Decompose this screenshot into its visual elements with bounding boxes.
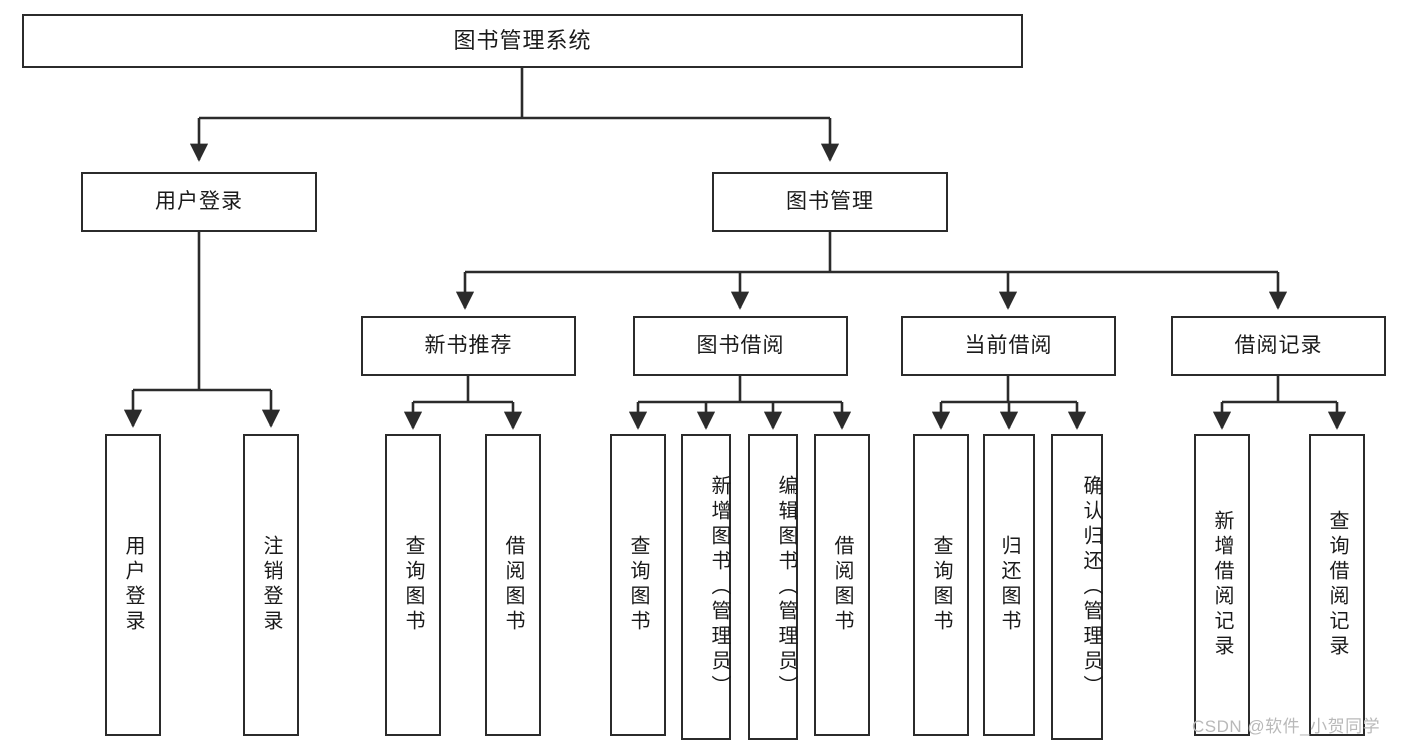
node-label: 图书借阅 <box>696 334 785 358</box>
node-label: 新增图书（管理员） <box>708 474 730 700</box>
node-current-borrow[interactable]: 当前借阅 <box>901 316 1116 376</box>
node-label: 编辑图书（管理员） <box>775 474 797 700</box>
node-label: 借阅图书 <box>831 535 853 635</box>
node-label: 查询图书 <box>930 535 952 635</box>
leaf-edit-book-admin[interactable]: 编辑图书（管理员） <box>748 434 798 740</box>
node-label: 新书推荐 <box>424 334 513 358</box>
node-book-borrow[interactable]: 图书借阅 <box>633 316 848 376</box>
node-label: 借阅图书 <box>502 535 524 635</box>
node-label: 借阅记录 <box>1234 334 1323 358</box>
leaf-borrow-book-recommend[interactable]: 借阅图书 <box>485 434 541 736</box>
leaf-borrow-book-borrow[interactable]: 借阅图书 <box>814 434 870 736</box>
leaf-query-book-current[interactable]: 查询图书 <box>913 434 969 736</box>
node-label: 用户登录 <box>122 535 144 635</box>
node-label: 图书管理系统 <box>453 27 592 53</box>
node-user-login[interactable]: 用户登录 <box>81 172 317 232</box>
node-label: 用户登录 <box>155 190 243 214</box>
node-borrow-record[interactable]: 借阅记录 <box>1171 316 1386 376</box>
node-root-book-management-system[interactable]: 图书管理系统 <box>22 14 1023 68</box>
node-label: 归还图书 <box>998 535 1020 635</box>
node-label: 查询图书 <box>402 535 424 635</box>
leaf-add-borrow-record[interactable]: 新增借阅记录 <box>1194 434 1250 736</box>
csdn-watermark: CSDN @软件_小贺同学 <box>1192 717 1381 736</box>
node-label: 注销登录 <box>260 535 282 635</box>
leaf-query-book-borrow[interactable]: 查询图书 <box>610 434 666 736</box>
node-book-management[interactable]: 图书管理 <box>712 172 948 232</box>
node-label: 确认归还（管理员） <box>1080 474 1102 700</box>
node-label: 当前借阅 <box>964 334 1053 358</box>
node-label: 图书管理 <box>786 190 874 214</box>
leaf-query-book-recommend[interactable]: 查询图书 <box>385 434 441 736</box>
leaf-confirm-return-admin[interactable]: 确认归还（管理员） <box>1051 434 1103 740</box>
node-label: 查询借阅记录 <box>1326 510 1348 660</box>
leaf-return-book[interactable]: 归还图书 <box>983 434 1035 736</box>
node-label: 新增借阅记录 <box>1211 510 1233 660</box>
leaf-query-borrow-record[interactable]: 查询借阅记录 <box>1309 434 1365 736</box>
node-new-book-recommend[interactable]: 新书推荐 <box>361 316 576 376</box>
node-label: 查询图书 <box>627 535 649 635</box>
leaf-add-book-admin[interactable]: 新增图书（管理员） <box>681 434 731 740</box>
leaf-logout-login[interactable]: 注销登录 <box>243 434 299 736</box>
leaf-user-login[interactable]: 用户登录 <box>105 434 161 736</box>
